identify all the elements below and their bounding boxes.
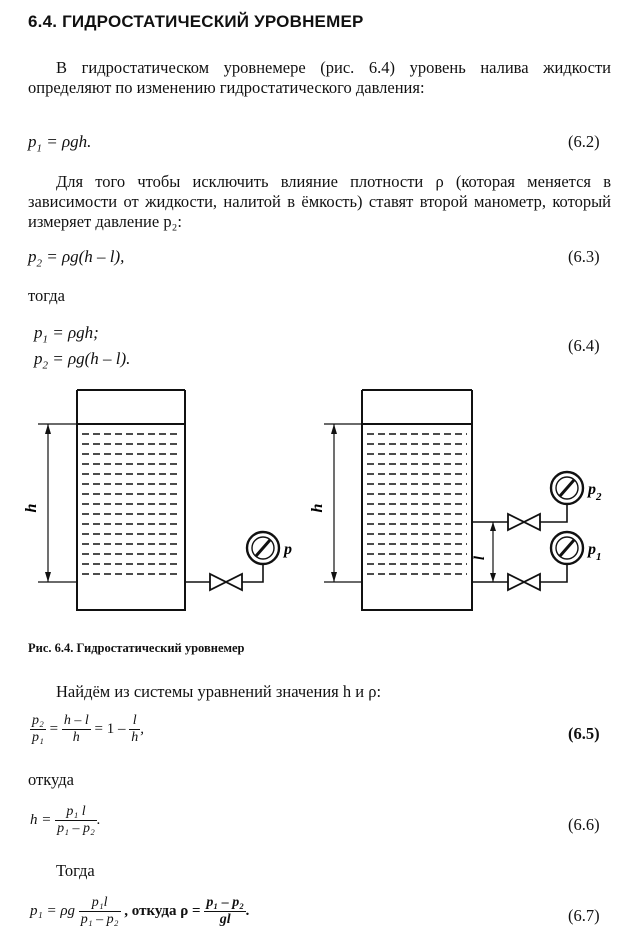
word-otkuda: откуда: [28, 770, 74, 789]
right-upper-valve: [507, 512, 541, 532]
right-l-label: l: [472, 555, 488, 560]
left-tank: h p: [23, 389, 292, 611]
left-p-label: p: [282, 541, 292, 558]
right-upper-gauge: [549, 470, 585, 506]
paragraph-solve: Найдём из системы уравнений значения h и…: [56, 682, 382, 701]
equation-6-4-line-2: p2 = ρg(h – l).: [34, 349, 131, 372]
equation-6-3: p2 = ρg(h – l),: [28, 247, 125, 270]
right-p1-label: p1: [586, 541, 602, 563]
right-p2-label: p2: [586, 481, 602, 503]
equation-number-6-4: (6.4): [568, 336, 600, 355]
word-togda-2: Тогда: [56, 861, 95, 880]
right-lower-gauge: [549, 530, 585, 566]
figure-caption: Рис. 6.4. Гидростатический уровнемер: [28, 641, 245, 655]
level-gauge-figure: h p: [23, 389, 602, 611]
equation-number-6-5: (6.5): [568, 724, 600, 743]
left-pressure-gauge: [245, 530, 281, 566]
left-h-label: h: [23, 503, 40, 512]
equation-6-4-line-1: p1 = ρgh;: [34, 323, 99, 346]
paragraph-second-manometer: Для того чтобы исключить влияние плотнос…: [28, 172, 611, 231]
left-valve: [209, 572, 243, 592]
equation-number-6-2: (6.2): [568, 132, 600, 151]
equation-6-2: p1 = ρgh.: [28, 132, 92, 155]
equation-number-6-7: (6.7): [568, 906, 600, 925]
section-heading: 6.4. ГИДРОСТАТИЧЕСКИЙ УРОВНЕМЕР: [28, 12, 364, 31]
equation-number-6-3: (6.3): [568, 247, 600, 266]
equation-number-6-6: (6.6): [568, 815, 600, 834]
left-liquid-hatching: [82, 433, 180, 575]
paragraph-intro: В гидростатическом уровнемере (рис. 6.4)…: [28, 58, 611, 97]
right-lower-valve: [507, 572, 541, 592]
right-tank: h p2 p1: [309, 389, 602, 611]
right-liquid-hatching: [367, 433, 467, 575]
word-togda: тогда: [28, 286, 65, 305]
right-h-label: h: [309, 503, 326, 512]
